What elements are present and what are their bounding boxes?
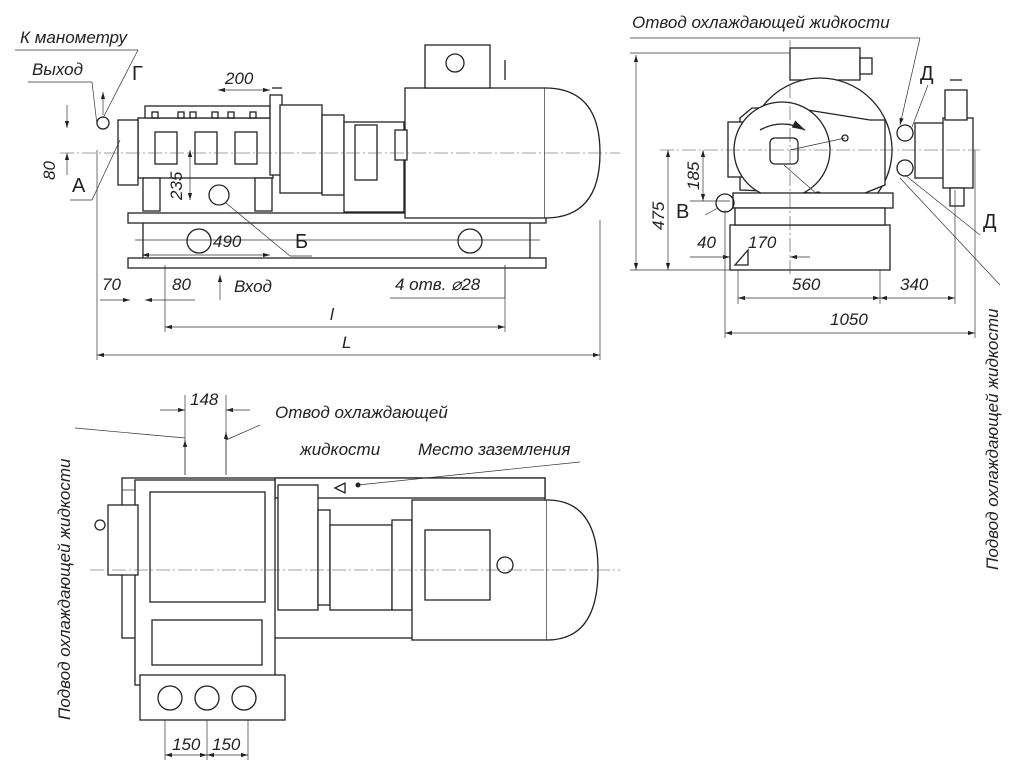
top-view: 148 Отвод охлаждающей жидкости Место заз… xyxy=(55,390,620,760)
dim-475: 475 xyxy=(649,201,668,230)
outlet-label: Выход xyxy=(32,60,83,79)
coolant-out-label: Отвод охлаждающей жидкости xyxy=(632,13,890,32)
dim-150-left: 150 xyxy=(172,735,201,754)
base-hole xyxy=(457,228,483,254)
dim-490: 490 xyxy=(213,232,242,251)
coolant-out-label-line1: Отвод охлаждающей xyxy=(275,403,448,422)
top-bearing xyxy=(277,484,319,611)
mark-d-top: Д xyxy=(920,63,934,85)
mark-g: Г xyxy=(132,63,143,85)
end-base xyxy=(729,224,891,271)
mark-a: А xyxy=(72,175,86,197)
coolant-out-label-line2: жидкости xyxy=(299,440,381,459)
terminal-box xyxy=(789,47,861,81)
shaft xyxy=(769,137,799,165)
inlet-label: Вход xyxy=(234,277,272,296)
top-pump-body xyxy=(134,479,276,686)
coolant-in-label-left: Подвод охлаждающей жидкости xyxy=(55,458,74,720)
dim-185: 185 xyxy=(684,161,703,190)
grounding-label: Место заземления xyxy=(418,440,570,459)
base-frame-bottom xyxy=(127,257,547,269)
ground-point xyxy=(355,482,361,488)
mark-b: Б xyxy=(295,231,308,253)
dim-200: 200 xyxy=(224,69,254,88)
base-hole xyxy=(186,228,212,254)
motor-terminal-box xyxy=(424,44,491,89)
dim-148: 148 xyxy=(190,390,219,409)
pump-body xyxy=(137,117,274,179)
dim-340: 340 xyxy=(900,275,929,294)
detail-v-circle xyxy=(715,193,735,213)
dim-l: l xyxy=(330,305,335,324)
top-coupling xyxy=(329,524,393,611)
valve-block xyxy=(942,117,974,189)
dim-80-vertical: 80 xyxy=(40,161,59,180)
ground-symbol xyxy=(333,481,346,495)
detail-g-circle xyxy=(96,116,110,130)
coupling-guard xyxy=(343,121,405,213)
dim-150-right: 150 xyxy=(212,735,241,754)
end-view: 475 185 40 170 560 340 1050 Отвод охлажд… xyxy=(630,13,1002,570)
mounting-holes-label: 4 отв. ⌀28 xyxy=(395,275,481,294)
coolant-in-label-right: Подвод охлаждающей жидкости xyxy=(983,308,1002,570)
dim-80-horizontal: 80 xyxy=(172,275,191,294)
rotation-arrow xyxy=(759,120,806,131)
dim-170: 170 xyxy=(748,233,777,252)
mark-d-bottom: Д xyxy=(983,211,997,233)
valve-heads xyxy=(139,674,286,721)
side-view: 200 80 235 490 70 80 Вход 4 отв. ⌀28 l L… xyxy=(15,28,620,360)
mark-v: В xyxy=(676,201,689,223)
dim-1050: 1050 xyxy=(830,310,868,329)
detail-b-circle xyxy=(208,184,230,206)
dim-40: 40 xyxy=(697,233,716,252)
to-gauge-label: К манометру xyxy=(20,28,128,47)
dim-235: 235 xyxy=(167,171,186,201)
bearing-housing xyxy=(279,104,323,194)
dim-L: L xyxy=(342,333,351,352)
dim-560: 560 xyxy=(792,275,821,294)
dim-70: 70 xyxy=(102,275,121,294)
